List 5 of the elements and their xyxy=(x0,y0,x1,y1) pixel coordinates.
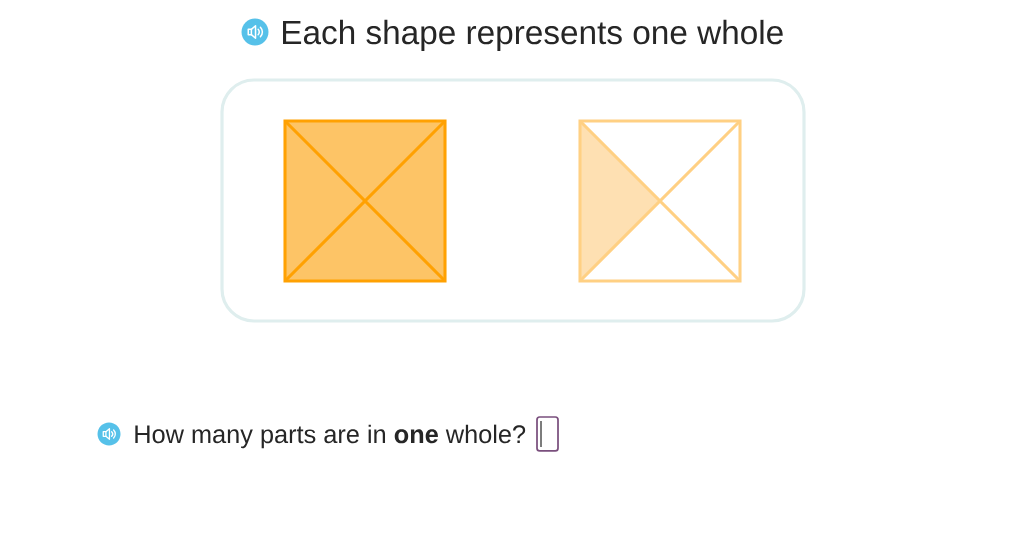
divided-square xyxy=(283,119,447,283)
rounded-panel xyxy=(220,78,806,323)
divided-square xyxy=(578,119,742,283)
title: Each shape represents one whole xyxy=(283,19,783,51)
question-text: How many parts are in one whole? xyxy=(135,424,526,449)
